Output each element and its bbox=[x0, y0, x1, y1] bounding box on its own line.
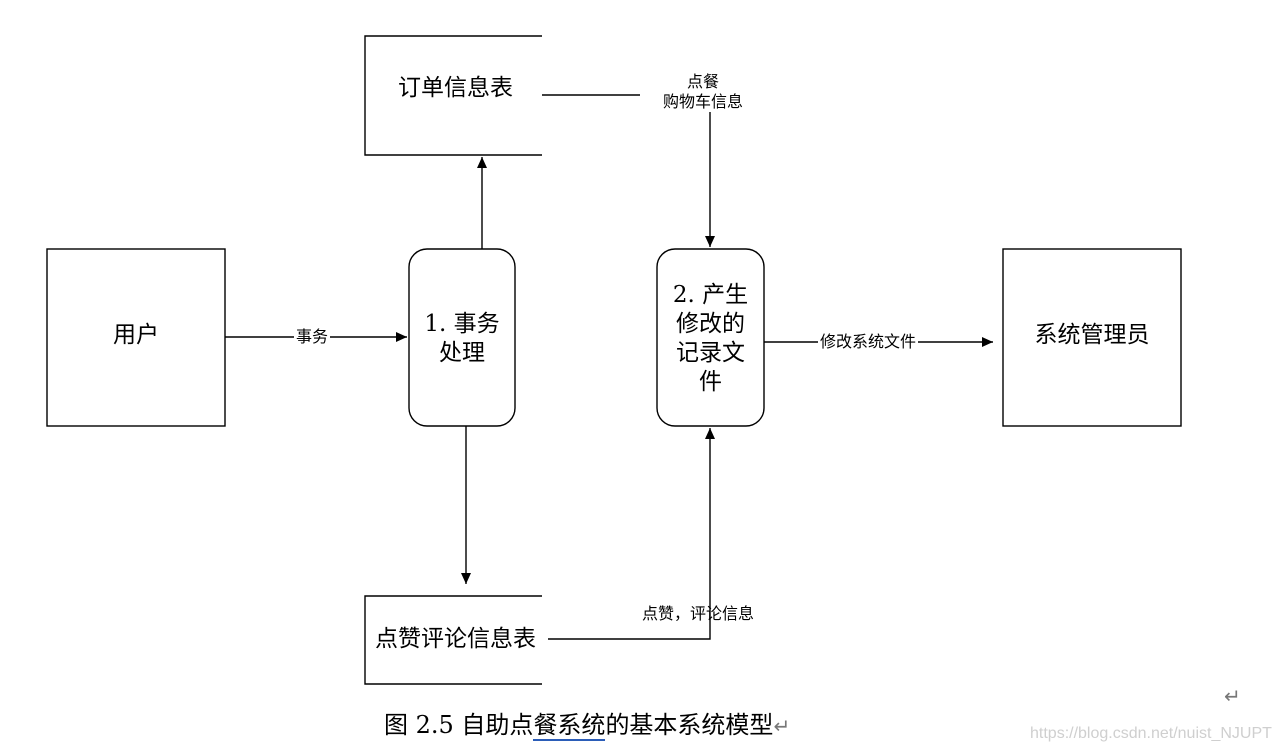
order-table-store bbox=[364, 35, 542, 156]
user-entity-label: 用户 bbox=[113, 322, 159, 348]
admin-entity-label: 系统管理员 bbox=[1034, 322, 1150, 348]
process-2-box bbox=[656, 248, 765, 427]
process-2-label-line1: 2. 产生 bbox=[672, 282, 749, 308]
caption-prefix: 图 2.5 自助点 bbox=[384, 711, 534, 739]
caption-underlined: 餐系统 bbox=[533, 711, 606, 741]
review-table-store bbox=[364, 595, 542, 685]
admin-entity-box bbox=[1002, 248, 1182, 427]
process-2-label-line4: 件 bbox=[699, 369, 722, 395]
process-1-label: 1. 事务 处理 bbox=[409, 310, 515, 368]
order-table-label: 订单信息表 bbox=[398, 75, 513, 101]
edge-label-order-cart-line2: 购物车信息 bbox=[662, 92, 743, 111]
process-2-label-line3: 记录文 bbox=[676, 340, 745, 366]
edge-label-order-cart: 点餐 购物车信息 bbox=[640, 72, 766, 112]
paragraph-return-mark: ↵ bbox=[1224, 684, 1241, 708]
edge-label-transaction: 事务 bbox=[294, 327, 331, 347]
caption-suffix: 的基本系统模型 bbox=[605, 711, 774, 739]
figure-caption: 图 2.5 自助点餐系统的基本系统模型↵ bbox=[384, 711, 791, 741]
edge-label-order-cart-line1: 点餐 bbox=[686, 72, 719, 91]
process-2-label: 2. 产生 修改的 记录文 件 bbox=[657, 281, 764, 397]
process-1-label-line1: 1. 事务 bbox=[424, 311, 500, 337]
edge-review-table-to-process2 bbox=[548, 428, 715, 640]
edge-label-likes-comments: 点赞，评论信息 bbox=[642, 604, 755, 623]
watermark: https://blog.csdn.net/nuist_NJUPT bbox=[1030, 725, 1272, 742]
process-1-label-line2: 处理 bbox=[439, 340, 485, 366]
process-2-label-line2: 修改的 bbox=[676, 311, 745, 337]
review-table-label: 点赞评论信息表 bbox=[375, 626, 536, 652]
edge-order-table-to-process2 bbox=[542, 94, 715, 247]
edge-label-modify-files: 修改系统文件 bbox=[818, 332, 919, 352]
caption-return-mark: ↵ bbox=[773, 714, 791, 738]
process-1-box bbox=[408, 248, 516, 427]
